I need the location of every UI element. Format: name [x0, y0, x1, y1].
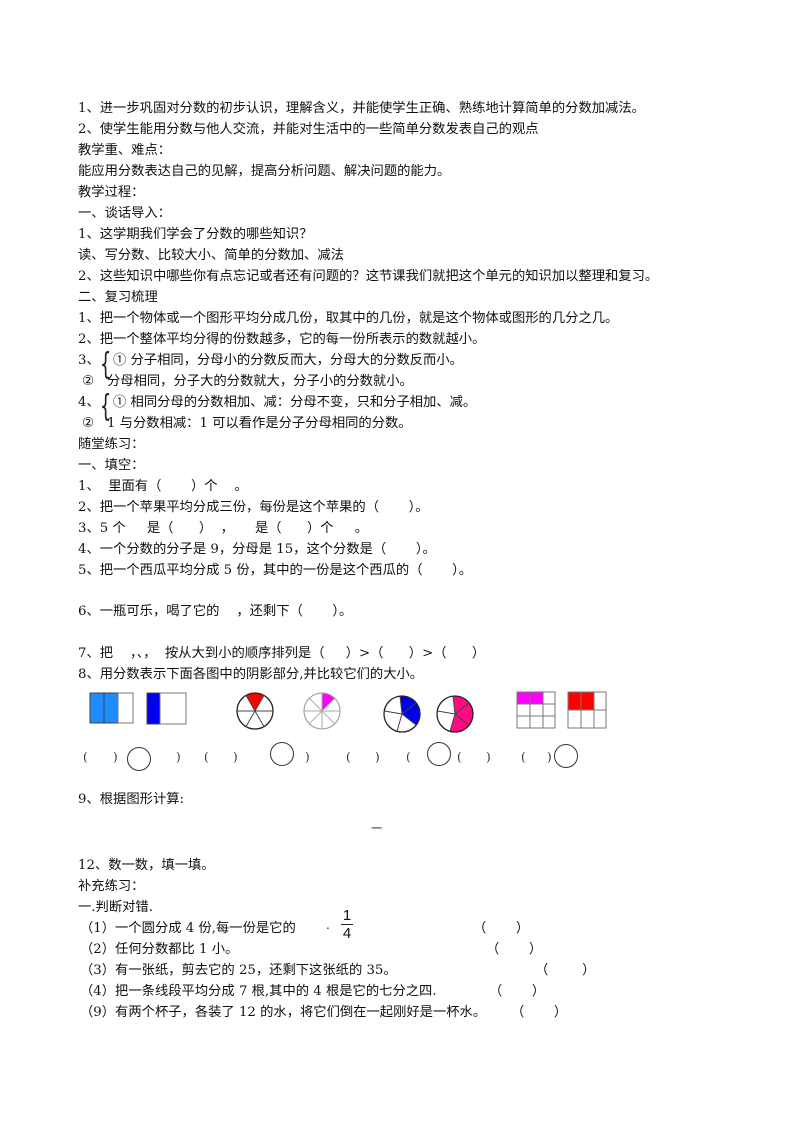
review-item-4a: ① 相同分母的分数相加、减：分母不变，只和分子相加、减。 [113, 395, 477, 410]
answer-paren-close: ) [547, 750, 552, 764]
q9-label: 9、根据图形计算: [78, 792, 185, 807]
process-heading: 教学过程： [78, 185, 145, 200]
review-item-4b-mark: ② [82, 416, 94, 431]
compare-circle[interactable] [554, 744, 578, 768]
fill-heading: 一、填空： [78, 458, 145, 473]
review-item-3b-mark: ② [82, 374, 94, 389]
pie-figure-three-fifths [436, 695, 474, 733]
judge-item-4-answer[interactable]: （ ） [489, 984, 546, 999]
judge-item-5-answer[interactable]: （ ） [511, 1005, 568, 1020]
judge-heading: 一.判断对错. [78, 900, 153, 915]
fraction-denominator: 4 [342, 925, 352, 942]
answer-paren-open: ( [83, 750, 88, 764]
judge-item-4: （4）把一条线段平均分成 7 根,其中的 4 根是它的七分之四. [80, 984, 437, 999]
review-item-1: 1、把一个物体或一个图形平均分成几份，取其中的几份，就是这个物体或图形的几分之几… [78, 311, 619, 326]
fill-item-7: 7、把 ，、， 按从大到小的顺序排列是（ ）>（ ）>（ ） [78, 646, 486, 661]
fraction-figures [89, 691, 607, 733]
grid-figure-two-ninths [516, 691, 556, 729]
grid-figure-two-sixths [567, 691, 607, 729]
review-item-3b: 分母相同，分子大的分数就大，分子小的分数就小。 [107, 374, 413, 389]
practice-heading: 随堂练习： [78, 437, 145, 452]
intro-item-3: 2、这些知识中哪些你有点忘记或者还有问题的？这节课我们就把这个单元的知识加以整理… [78, 269, 659, 284]
answer-paren-close: ) [113, 750, 118, 764]
review-item-3-prefix: 3、 [78, 353, 100, 368]
review-heading: 二、复习梳理 [78, 290, 158, 305]
compare-circle[interactable] [270, 742, 294, 766]
judge-item-3-answer[interactable]: （ ） [535, 963, 596, 978]
pie-figure-one-sixth [236, 692, 274, 730]
brace-icon: { [99, 389, 112, 424]
goal-2: 2、使学生能用分数与他人交流，并能对生活中的一些简单分数发表自己的观点 [78, 122, 539, 137]
review-item-4-prefix: 4、 [78, 395, 100, 410]
review-item-2: 2、把一个整体平均分得的份数越多，它的每一份所表示的数就越小。 [78, 332, 486, 347]
bar-figure-two-thirds [89, 692, 134, 724]
judge-item-5: （9）有两个杯子，各装了 12 的水，将它们倒在一起刚好是一杯水。 [80, 1005, 487, 1020]
supplement-heading: 补充练习： [78, 879, 145, 894]
fill-item-6: 6、一瓶可乐，喝了它的 ，还剩下（ ）。 [78, 604, 353, 619]
answer-paren-close: ) [176, 750, 181, 764]
key-points-heading: 教学重、难点： [78, 143, 172, 158]
review-item-4b: 1 与分数相减：1 可以看作是分子分母相同的分数。 [107, 416, 412, 431]
compare-circle[interactable] [427, 742, 451, 766]
judge-item-1-answer[interactable]: （ ） [473, 921, 530, 936]
answer-paren-close: ) [486, 750, 491, 764]
key-points-text: 能应用分数表达自己的见解，提高分析问题、解决问题的能力。 [78, 164, 451, 179]
compare-circle[interactable] [127, 747, 151, 771]
answer-paren-open: ( [406, 750, 411, 764]
judge-item-2-answer[interactable]: （ ） [486, 942, 543, 957]
answer-paren-open: ( [457, 750, 462, 764]
fill-item-8: 8、用分数表示下面各图中的阴影部分,并比较它们的大小。 [78, 667, 424, 682]
fill-item-2: 2、把一个苹果平均分成三份，每份是这个苹果的（ ）。 [78, 500, 429, 515]
fill-item-4: 4、一个分数的分子是 9，分母是 15，这个分数是（ ）。 [78, 542, 436, 557]
answer-paren-open: ( [204, 750, 209, 764]
intro-item-2: 读、写分数、比较大小、简单的分数加、减法 [78, 248, 344, 263]
fill-item-3: 3、5 个 是（ ） ， 是（ ）个 。 [78, 521, 368, 536]
q9-minus-sign: − [370, 818, 384, 837]
judge-item-3: （3）有一张纸，剪去它的 25，还剩下这张纸的 35。 [80, 963, 397, 978]
answer-paren-close: ) [233, 750, 238, 764]
answer-paren-close: ) [305, 750, 310, 764]
answer-paren-close: ) [375, 750, 380, 764]
judge-item-2: （2）任何分数都比 1 小。 [80, 942, 239, 957]
answer-paren-open: ( [521, 750, 526, 764]
judge-item-1-dot: . [326, 918, 330, 932]
brace-icon: { [99, 347, 112, 382]
answer-paren-open: ( [346, 750, 351, 764]
fraction-numerator: 1 [341, 907, 353, 925]
intro-heading: 一、谈话导入： [78, 206, 172, 221]
fill-item-5: 5、把一个西瓜平均分成 5 份，其中的一份是这个西瓜的（ ）。 [78, 563, 473, 578]
bar-figure-one-third [146, 692, 187, 725]
pie-figure-two-fifths [383, 695, 421, 733]
review-item-3a: ① 分子相同，分母小的分数反而大，分母大的分数反而小。 [113, 353, 463, 368]
judge-item-1: （1）一个圆分成 4 份,每一份是它的 [80, 921, 296, 936]
fraction-one-quarter: 1 4 [341, 907, 353, 943]
fill-item-1: 1、 里面有（ ）个 。 [78, 479, 248, 494]
goal-1: 1、进一步巩固对分数的初步认识，理解含义，并能使学生正确、熟练地计算简单的分数加… [78, 101, 645, 116]
q12-label: 12、数一数，填一填。 [78, 858, 215, 873]
pie-figure-one-eighth [303, 692, 341, 730]
intro-item-1: 1、这学期我们学会了分数的哪些知识？ [78, 227, 313, 242]
